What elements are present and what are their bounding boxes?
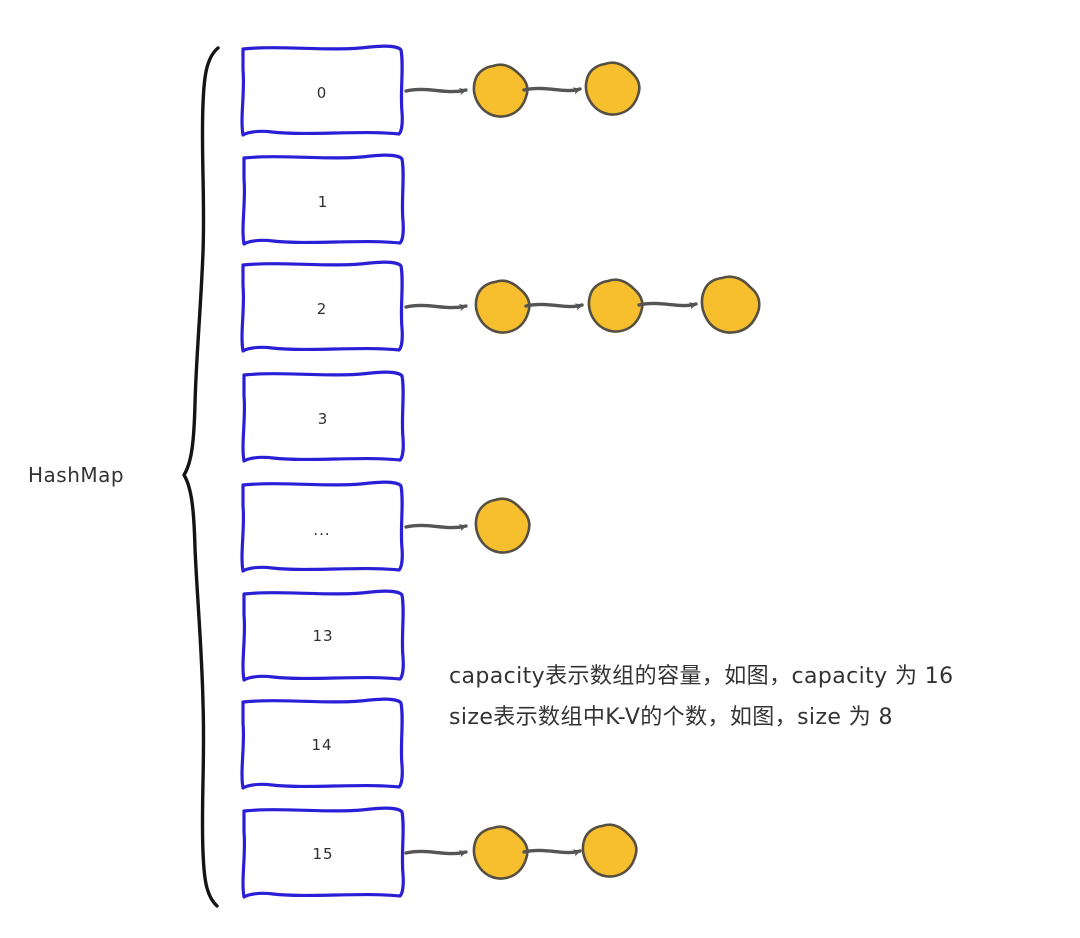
bucket-box-1[interactable] <box>241 153 405 246</box>
entry-node <box>700 275 761 334</box>
entry-node <box>472 63 529 118</box>
entry-node <box>472 825 529 880</box>
bucket-box-6[interactable] <box>240 697 404 790</box>
bucket-box-5[interactable] <box>241 589 405 682</box>
chain-bucket-7 <box>404 823 638 880</box>
bucket-box-4[interactable] <box>240 480 404 573</box>
chain-bucket-0 <box>404 61 641 118</box>
entry-node <box>474 497 531 554</box>
chain-bucket-4 <box>404 497 531 554</box>
entry-node <box>584 61 641 116</box>
entry-node <box>587 278 644 333</box>
bucket-box-3[interactable] <box>241 370 405 463</box>
entry-node <box>581 823 638 878</box>
hashmap-brace-icon <box>182 46 220 908</box>
chain-bucket-2 <box>404 275 761 334</box>
bucket-box-2[interactable] <box>240 260 404 353</box>
bucket-box-7[interactable] <box>241 806 405 899</box>
entry-node <box>474 279 531 334</box>
bucket-box-0[interactable] <box>240 44 404 137</box>
